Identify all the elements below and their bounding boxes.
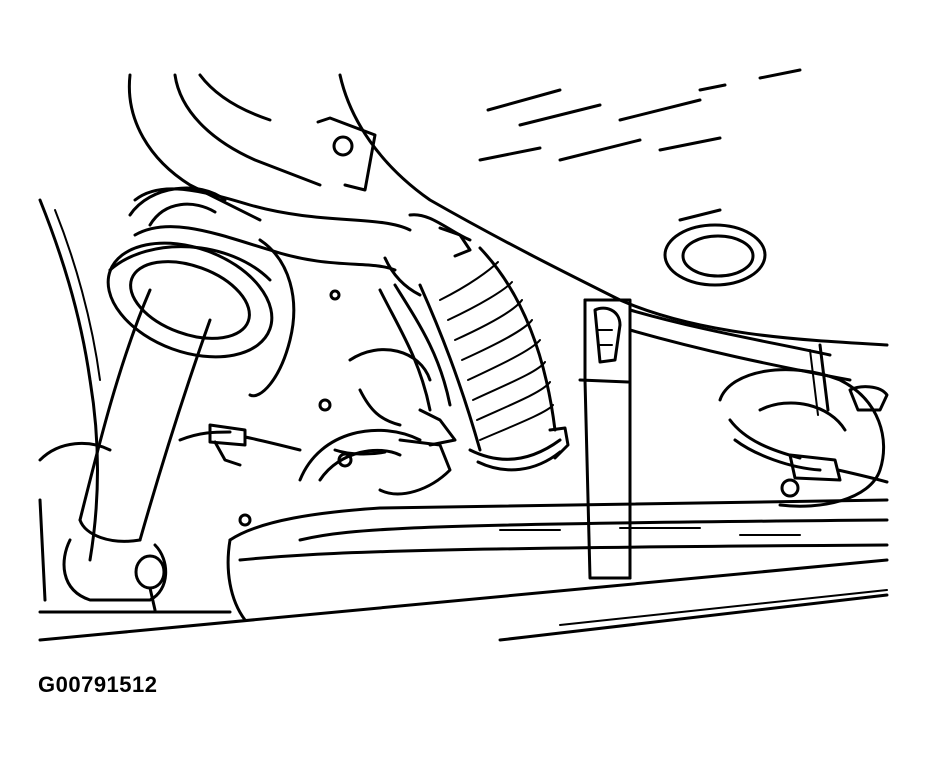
wheel-arc [38,198,112,602]
vertical-strap [578,298,632,580]
vacuum-line [378,283,457,447]
corrugated-hose [418,246,557,452]
spring-seat [106,241,274,359]
right-wiring-harness [628,308,889,416]
upper-bracket [316,116,377,192]
upper-hose-clamp [383,213,472,297]
body-panel-outline [127,73,889,347]
central-mechanism [238,289,452,527]
figure-reference-code: G00791512 [38,672,158,697]
upper-hose [133,187,412,272]
lower-chassis-edge [38,558,889,642]
body-hatch-lines [478,68,802,222]
lower-shock-mount [62,538,168,612]
frame-crossmember [226,498,889,622]
left-sensor-wire [178,423,302,467]
spring-loop [128,186,296,398]
body-grommet [663,223,767,287]
right-round-component [718,368,889,508]
lower-hose-clamp [468,426,570,472]
shock-absorber [78,288,212,543]
